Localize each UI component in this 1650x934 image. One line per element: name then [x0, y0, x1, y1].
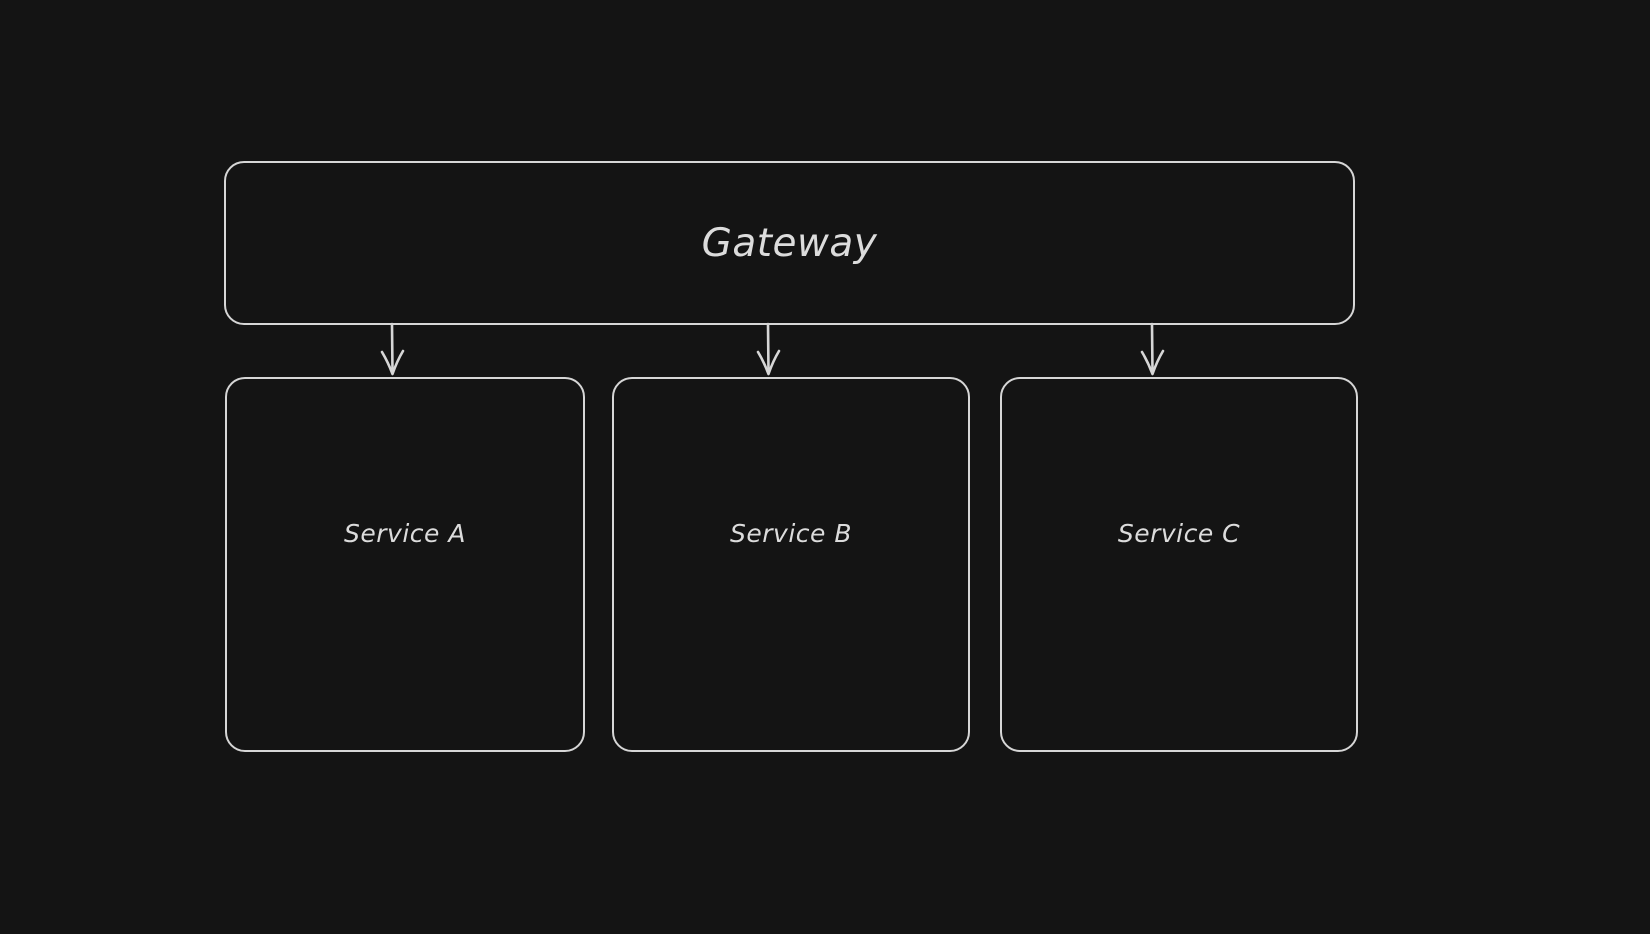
arrow-shaft: [390, 322, 394, 374]
node-gateway-label: Gateway: [701, 220, 878, 266]
arrow-head-icon: [1140, 349, 1165, 376]
arrow-gateway-to-service-b[interactable]: [756, 322, 781, 376]
node-service-a[interactable]: Service A: [225, 377, 585, 752]
node-service-c[interactable]: Service C: [1000, 377, 1358, 752]
arrow-shaft: [1150, 322, 1154, 374]
arrow-head-icon: [756, 349, 781, 376]
arrow-head-icon: [380, 349, 405, 376]
arrow-gateway-to-service-a[interactable]: [380, 322, 405, 376]
node-gateway[interactable]: Gateway: [224, 161, 1355, 325]
node-service-a-label: Service A: [344, 519, 466, 548]
arrow-shaft: [766, 322, 770, 374]
arrow-gateway-to-service-c[interactable]: [1140, 322, 1165, 376]
node-service-b[interactable]: Service B: [612, 377, 970, 752]
node-service-c-label: Service C: [1117, 519, 1241, 548]
node-service-b-label: Service B: [730, 519, 852, 548]
